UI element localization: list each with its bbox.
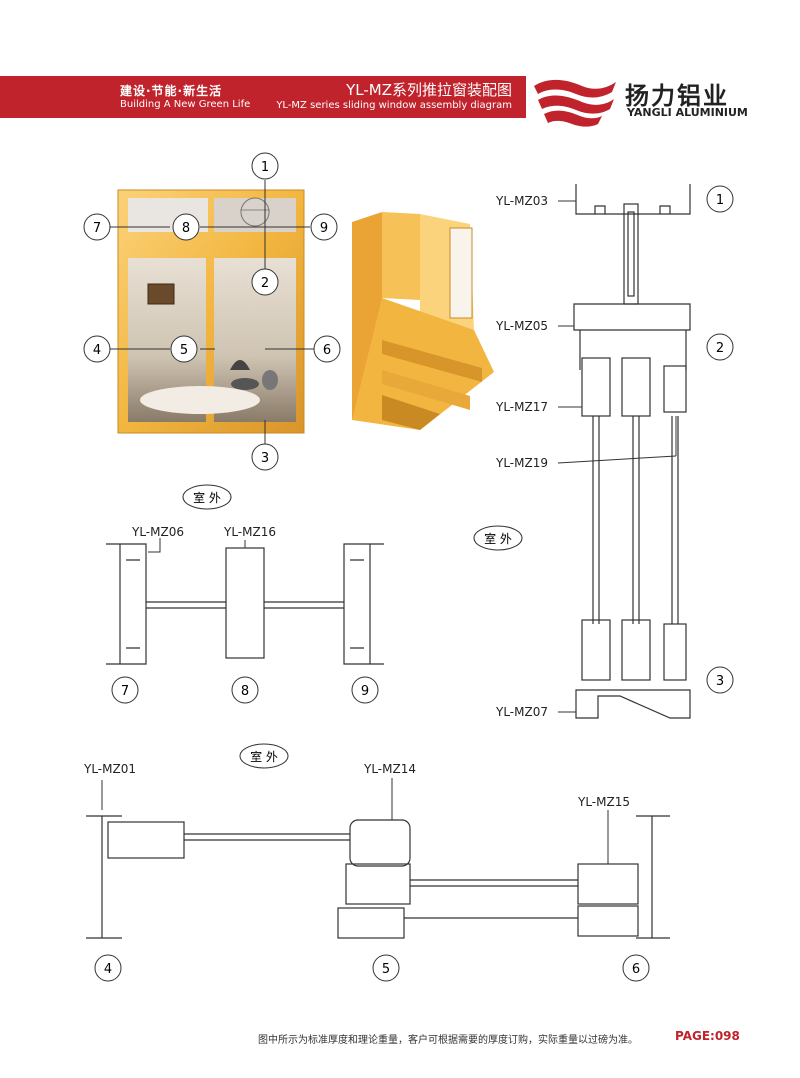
svg-text:9: 9 bbox=[320, 221, 328, 236]
label-mz03: YL-MZ03 bbox=[495, 194, 548, 208]
brand-name-en: YANGLI ALUMINIUM bbox=[627, 106, 748, 119]
callout-3: 3 bbox=[251, 443, 279, 471]
label-mz16: YL-MZ16 bbox=[223, 525, 276, 539]
svg-text:2: 2 bbox=[261, 276, 269, 291]
label-mz19: YL-MZ19 bbox=[495, 456, 548, 470]
horizontal-section-bottom bbox=[86, 815, 670, 939]
label-mz17: YL-MZ17 bbox=[495, 400, 548, 414]
outdoor-label-bottom: 室 外 bbox=[239, 743, 289, 769]
horizontal-section-bottom-labels: YL-MZ01 YL-MZ14 YL-MZ15 bbox=[83, 762, 630, 864]
svg-text:8: 8 bbox=[241, 684, 249, 699]
callout-1-section: 1 bbox=[706, 185, 734, 213]
label-mz15: YL-MZ15 bbox=[577, 795, 630, 809]
callout-5: 5 bbox=[170, 335, 198, 363]
window-callouts: 1 7 8 9 2 4 5 6 3 bbox=[83, 152, 341, 471]
callout-5-section: 5 bbox=[372, 954, 400, 982]
vertical-section-callouts: 1 2 3 bbox=[706, 185, 734, 694]
callout-8-section: 8 bbox=[231, 676, 259, 704]
svg-text:7: 7 bbox=[121, 684, 129, 699]
callout-1: 1 bbox=[251, 152, 279, 180]
svg-text:4: 4 bbox=[93, 343, 101, 358]
svg-text:室 外: 室 外 bbox=[484, 531, 512, 546]
svg-text:室 外: 室 外 bbox=[250, 749, 278, 764]
outdoor-label-vertical: 室 外 bbox=[473, 525, 523, 551]
footer-note: 图中所示为标准厚度和理论重量，客户可根据需要的厚度订购，实际重量以过磅为准。 bbox=[258, 1035, 638, 1046]
outdoor-label-middle: 室 外 bbox=[182, 484, 232, 510]
svg-text:7: 7 bbox=[93, 221, 101, 236]
label-mz01: YL-MZ01 bbox=[83, 762, 136, 776]
callout-4-section: 4 bbox=[94, 954, 122, 982]
window-illustration bbox=[117, 189, 305, 434]
callout-8: 8 bbox=[172, 213, 200, 241]
svg-text:5: 5 bbox=[180, 343, 188, 358]
svg-text:1: 1 bbox=[716, 193, 724, 208]
svg-text:5: 5 bbox=[382, 962, 390, 977]
profile-3d-render bbox=[352, 212, 494, 430]
svg-text:3: 3 bbox=[716, 674, 724, 689]
vertical-section-labels: YL-MZ03 YL-MZ05 YL-MZ17 YL-MZ19 YL-MZ07 bbox=[495, 194, 677, 719]
page-subtitle: YL-MZ series sliding window assembly dia… bbox=[276, 100, 512, 111]
callout-7-section: 7 bbox=[111, 676, 139, 704]
label-mz14: YL-MZ14 bbox=[363, 762, 416, 776]
svg-text:3: 3 bbox=[261, 451, 269, 466]
header-banner: 建设·节能·新生活 Building A New Green Life YL-M… bbox=[0, 76, 526, 118]
callout-3-section: 3 bbox=[706, 666, 734, 694]
label-mz07: YL-MZ07 bbox=[495, 705, 548, 719]
svg-text:8: 8 bbox=[182, 221, 190, 236]
svg-text:2: 2 bbox=[716, 341, 724, 356]
page-number: PAGE:098 bbox=[675, 1029, 740, 1043]
svg-text:9: 9 bbox=[361, 684, 369, 699]
slogan-cn: 建设·节能·新生活 bbox=[120, 84, 223, 98]
callout-6: 6 bbox=[313, 335, 341, 363]
window-leader-lines bbox=[110, 180, 315, 444]
callout-7: 7 bbox=[83, 213, 111, 241]
callout-6-section: 6 bbox=[622, 954, 650, 982]
callout-4: 4 bbox=[83, 335, 111, 363]
callout-9: 9 bbox=[310, 213, 338, 241]
svg-text:1: 1 bbox=[261, 160, 269, 175]
horizontal-section-top-labels: YL-MZ06 YL-MZ16 bbox=[131, 525, 276, 553]
svg-text:室 外: 室 外 bbox=[193, 490, 221, 505]
page-title: YL-MZ系列推拉窗装配图 bbox=[346, 81, 512, 99]
label-mz06: YL-MZ06 bbox=[131, 525, 184, 539]
callout-9-section: 9 bbox=[351, 676, 379, 704]
vertical-section bbox=[573, 184, 691, 719]
horizontal-section-top bbox=[106, 543, 384, 665]
horizontal-section-top-callouts: 7 8 9 bbox=[111, 676, 379, 704]
callout-2-section: 2 bbox=[706, 333, 734, 361]
brand-logo-icon bbox=[534, 79, 616, 127]
slogan-en: Building A New Green Life bbox=[120, 99, 251, 110]
brand-name-cn: 扬力铝业 bbox=[625, 82, 729, 110]
horizontal-section-bottom-callouts: 4 5 6 bbox=[94, 954, 650, 982]
svg-text:4: 4 bbox=[104, 962, 112, 977]
svg-text:6: 6 bbox=[323, 343, 331, 358]
svg-text:6: 6 bbox=[632, 962, 640, 977]
label-mz05: YL-MZ05 bbox=[495, 319, 548, 333]
callout-2: 2 bbox=[251, 268, 279, 296]
